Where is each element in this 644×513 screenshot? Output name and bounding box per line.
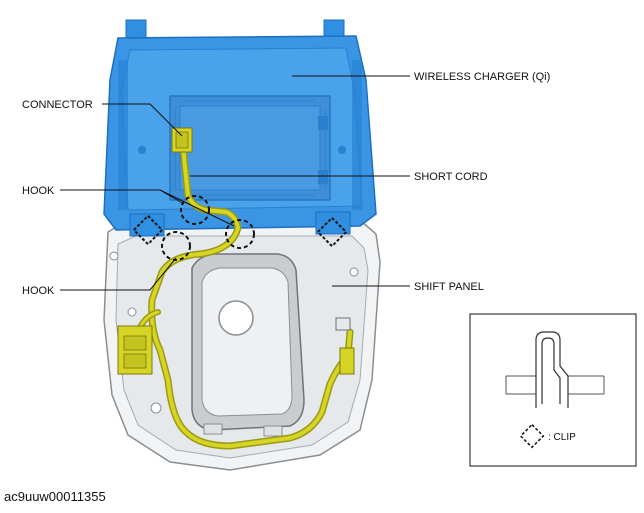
callout-wireless-charger: WIRELESS CHARGER (Qi) — [292, 71, 550, 83]
left-connector-module — [117, 325, 153, 375]
callout-shift-panel: SHIFT PANEL — [332, 281, 484, 293]
document-id: ac9uuw00011355 — [4, 489, 106, 504]
callout-hook-lower: HOOK — [22, 257, 177, 297]
hook-marker-lower — [161, 231, 191, 261]
connector-label: CONNECTOR — [22, 99, 93, 111]
callout-hook-upper: HOOK — [22, 185, 235, 227]
wireless-charger — [103, 19, 377, 237]
callout-connector: CONNECTOR — [22, 99, 183, 137]
hook-lower-label: HOOK — [22, 285, 55, 297]
hook-upper-label: HOOK — [22, 185, 55, 197]
clip-marker-right — [316, 216, 348, 248]
short-cord-label: SHORT CORD — [414, 171, 488, 183]
callout-short-cord: SHORT CORD — [190, 171, 488, 183]
shifter-opening — [191, 253, 305, 437]
hook-marker-upper-right — [225, 219, 255, 249]
wireless-charger-label: WIRELESS CHARGER (Qi) — [414, 71, 550, 83]
shift-panel-label: SHIFT PANEL — [414, 281, 484, 293]
connector — [171, 127, 193, 153]
clip-illustration — [535, 331, 569, 408]
clip-legend: : CLIP — [469, 313, 637, 467]
clip-legend-label: : CLIP — [548, 432, 576, 443]
right-connector — [339, 347, 355, 375]
cord-clip-right — [335, 317, 351, 331]
clip-marker-left — [132, 214, 164, 246]
hook-marker-upper-left — [180, 195, 210, 225]
clip-legend-diamond — [519, 423, 545, 449]
